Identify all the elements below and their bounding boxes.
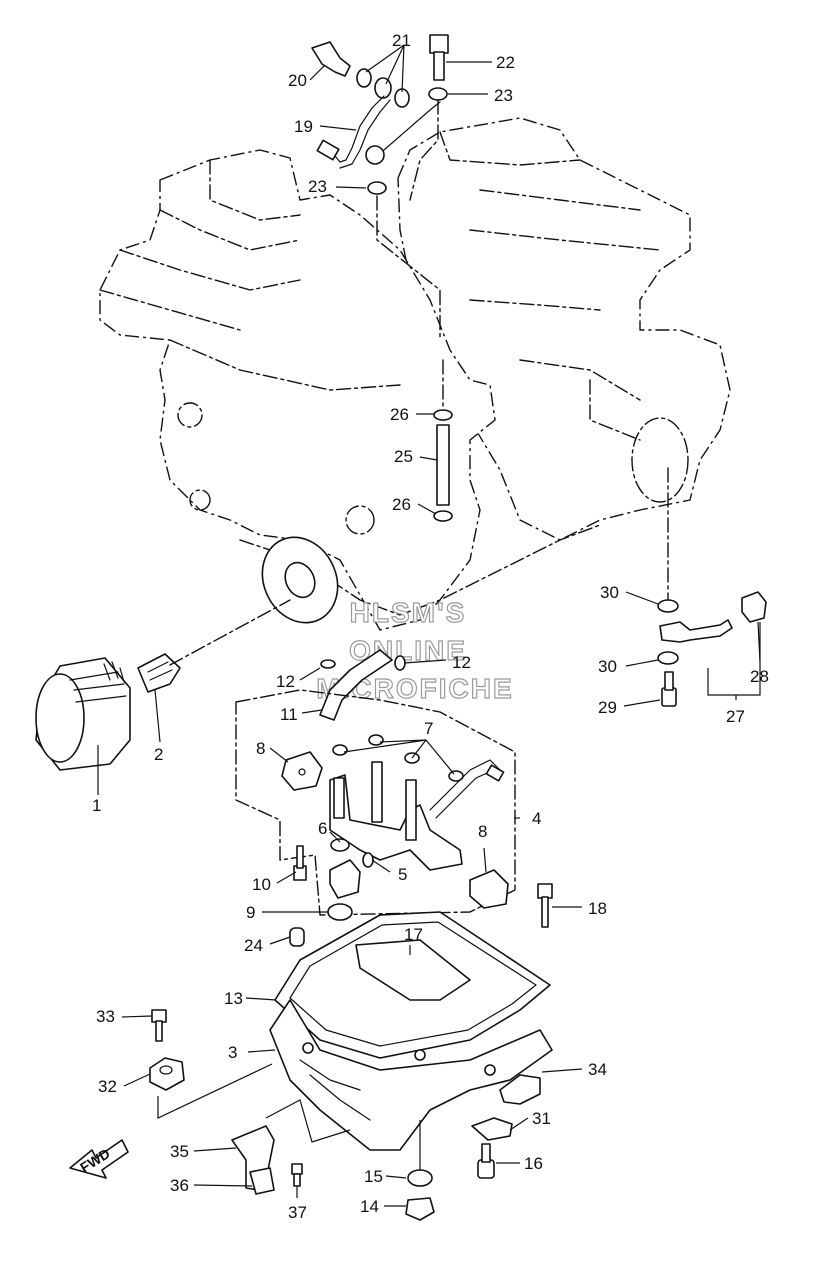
callout-9: 9 xyxy=(246,903,255,922)
washer-30a xyxy=(657,599,679,613)
callout-7: 7 xyxy=(424,719,433,738)
callout-21: 21 xyxy=(392,31,411,50)
callout-6: 6 xyxy=(318,819,327,838)
callout-15: 15 xyxy=(364,1167,383,1186)
oil-pipe-19 xyxy=(329,95,385,163)
o-ring-6 xyxy=(330,838,350,852)
callout-26b: 26 xyxy=(392,495,411,514)
callout-23a: 23 xyxy=(494,86,513,105)
bolt-18 xyxy=(537,883,553,899)
callout-12b: 12 xyxy=(452,653,471,672)
callout-26a: 26 xyxy=(390,405,409,424)
callout-12a: 12 xyxy=(276,672,295,691)
bolt-37 xyxy=(291,1163,303,1175)
oil-pan-3 xyxy=(269,999,553,1151)
union-bolt-20 xyxy=(311,41,351,77)
callout-34: 34 xyxy=(588,1060,607,1079)
o-ring-26b xyxy=(433,510,453,522)
callout-14: 14 xyxy=(360,1197,379,1216)
callout-31: 31 xyxy=(532,1109,551,1128)
callout-10: 10 xyxy=(252,875,271,894)
oil-pipe-11-group xyxy=(319,649,406,721)
plug-24 xyxy=(289,927,305,947)
o-ring-26a xyxy=(433,409,453,421)
callout-22: 22 xyxy=(496,53,515,72)
oil-pipe-25-group xyxy=(433,359,453,522)
callout-1: 1 xyxy=(92,796,101,815)
callout-33: 33 xyxy=(96,1007,115,1026)
o-ring-7a xyxy=(332,744,348,756)
callout-35: 35 xyxy=(170,1142,189,1161)
damper-8b xyxy=(469,869,509,909)
callout-17: 17 xyxy=(404,925,423,944)
oil-filter-group xyxy=(35,599,291,771)
callout-30b: 30 xyxy=(598,657,617,676)
callout-27: 27 xyxy=(726,707,745,726)
plate-31 xyxy=(471,1117,513,1141)
callout-11: 11 xyxy=(280,705,298,724)
engine-crankcase-phantom xyxy=(99,117,731,631)
callout-8b: 8 xyxy=(478,822,487,841)
oil-delivery-pipe-group xyxy=(311,34,449,341)
callout-16: 16 xyxy=(524,1154,543,1173)
washer-23b xyxy=(367,181,387,195)
callout-32: 32 xyxy=(98,1077,117,1096)
fwd-arrow-icon xyxy=(69,1139,129,1179)
drain-plug-14 xyxy=(405,1197,435,1221)
o-ring-12b xyxy=(394,655,406,671)
oil-hose-27 xyxy=(659,619,733,643)
callout-20: 20 xyxy=(288,71,307,90)
baffle-plate-17 xyxy=(355,939,471,1001)
bolt-22-shank xyxy=(433,51,445,81)
gasket-15 xyxy=(407,1169,433,1187)
oil-pan-group xyxy=(269,883,553,1151)
union-bolt-2 xyxy=(137,653,181,693)
callout-19: 19 xyxy=(294,117,313,136)
cap-28 xyxy=(741,591,767,623)
callout-13: 13 xyxy=(224,989,243,1008)
callout-30a: 30 xyxy=(600,583,619,602)
o-ring-7b xyxy=(368,734,384,746)
callout-36: 36 xyxy=(170,1176,189,1195)
strainer-cup xyxy=(329,859,361,899)
callout-numbers: 1 2 3 4 5 6 7 8 8 9 10 11 12 12 13 14 15… xyxy=(92,31,769,1222)
o-ring-12a xyxy=(320,659,336,669)
washer-21a xyxy=(356,68,372,88)
callout-2: 2 xyxy=(154,745,163,764)
forward-arrow: FWD xyxy=(69,1139,129,1179)
oil-pipe-11 xyxy=(319,649,393,721)
breather-hose-group xyxy=(589,379,767,707)
oil-pan-hardware xyxy=(149,1009,541,1221)
callout-37: 37 xyxy=(288,1203,307,1222)
callout-8a: 8 xyxy=(256,739,265,758)
damper-8a xyxy=(281,751,323,791)
callout-25: 25 xyxy=(394,447,413,466)
watermark-line-1: HLSM'S xyxy=(350,597,467,628)
o-ring-7d xyxy=(448,770,464,782)
washer-30b xyxy=(657,651,679,665)
oil-pipe-25 xyxy=(436,424,450,506)
strainer-manifold xyxy=(329,774,463,871)
callout-3: 3 xyxy=(228,1043,237,1062)
washer-21b xyxy=(374,77,392,99)
callout-5: 5 xyxy=(398,865,407,884)
callout-29: 29 xyxy=(598,698,617,717)
leader-lines xyxy=(97,44,761,1207)
damper-9 xyxy=(327,903,353,921)
bolt-22-head xyxy=(429,34,449,54)
callout-23b: 23 xyxy=(308,177,327,196)
callout-18: 18 xyxy=(588,899,607,918)
strainer-assembly-4 xyxy=(235,689,516,921)
washer-23a xyxy=(428,87,448,101)
clamp-36 xyxy=(249,1167,275,1195)
callout-24: 24 xyxy=(244,936,263,955)
callout-4: 4 xyxy=(532,809,541,828)
callout-28: 28 xyxy=(750,667,769,686)
oil-level-switch-34 xyxy=(499,1074,541,1105)
o-ring-5 xyxy=(362,852,374,868)
